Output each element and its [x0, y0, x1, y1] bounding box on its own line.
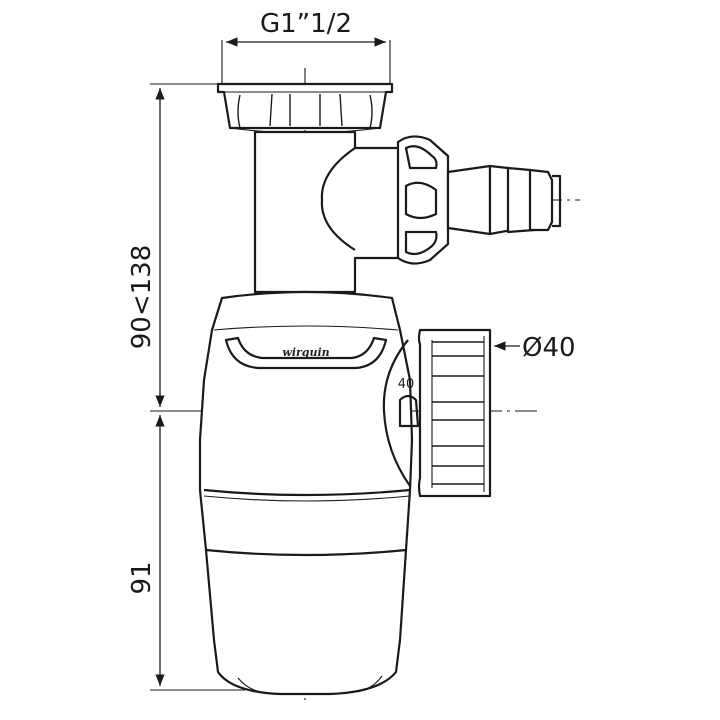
- side-inlet: [396, 135, 562, 265]
- brand-mark: wirquin: [282, 346, 329, 359]
- vertical-tube: [253, 130, 402, 294]
- top-nut: [216, 82, 394, 134]
- lower-label: 91: [127, 561, 157, 594]
- thread-label: G1”1/2: [260, 9, 352, 39]
- diameter-label: Ø40: [522, 333, 576, 363]
- diameter-callout: Ø40: [494, 333, 576, 363]
- size-marking: 40: [398, 377, 415, 392]
- thread-dimension: G1”1/2: [221, 9, 391, 84]
- height-label: 90<138: [127, 245, 157, 350]
- lower-dimension: 91: [127, 415, 245, 691]
- bottle-body: wirquin: [198, 290, 414, 696]
- outlet-nut: 40: [382, 328, 492, 498]
